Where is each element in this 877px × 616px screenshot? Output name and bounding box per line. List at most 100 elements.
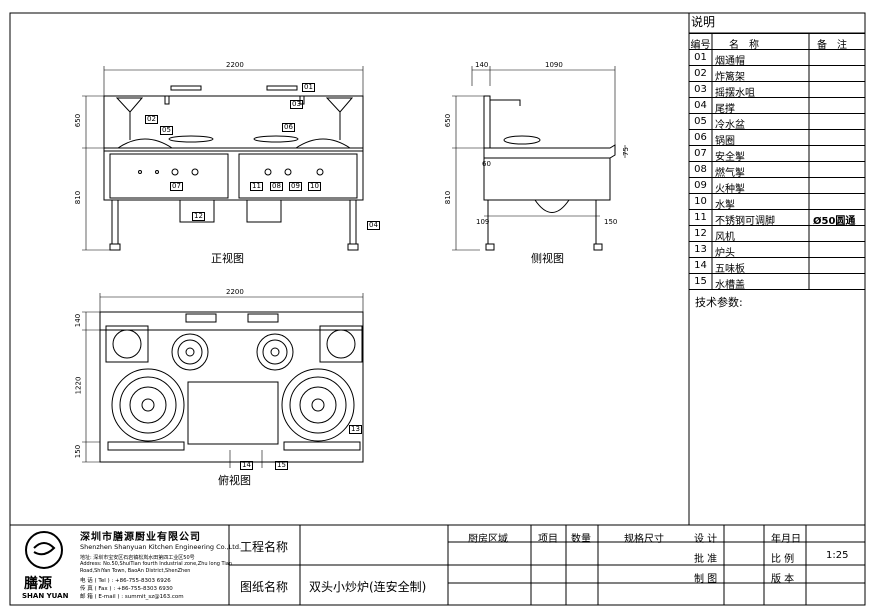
callout-13: 13 (349, 425, 362, 434)
logo-en: SHAN YUAN (22, 592, 69, 600)
company-tel: 电 话 ( Tel ) : +86-755-8303 6926 (80, 578, 171, 584)
legend-no: 11 (694, 211, 707, 223)
legend-name: 燃气掣 (715, 167, 745, 179)
legend-no: 03 (694, 83, 707, 95)
callout-11: 11 (250, 182, 263, 191)
top-view (82, 293, 364, 468)
col-item: 项目 (538, 534, 558, 545)
approve-label: 批 准 (694, 554, 718, 565)
legend-no: 02 (694, 67, 707, 79)
logo-cn: 膳源 (24, 576, 52, 592)
legend-no: 07 (694, 147, 707, 159)
legend-title: 说明 (691, 15, 716, 29)
side-view (452, 66, 626, 251)
legend-row: 08 燃气掣 (689, 160, 865, 179)
dim-front-h1: 650 (74, 113, 83, 128)
legend-no: 05 (694, 115, 707, 127)
callout-07: 07 (170, 182, 183, 191)
dim-front-width: 2200 (226, 61, 244, 69)
legend-no: 10 (694, 195, 707, 207)
company-addr-en2: Road,ShiYan Town, BaoAn District,ShenZhe… (80, 568, 191, 574)
legend-name: 水掣 (715, 199, 735, 211)
callout-10: 10 (308, 182, 321, 191)
legend-row: 03 摇摆水咀 (689, 80, 865, 99)
front-view (82, 66, 364, 251)
legend-name: 冷水盆 (715, 119, 745, 131)
company-addr-en1: Address: No.50,ShuiTian fourth Industria… (80, 561, 233, 567)
legend-row: 05 冷水盆 (689, 112, 865, 131)
sheet-border (9, 12, 866, 606)
legend-row: 09 火种掣 (689, 176, 865, 195)
dim-side-d1: 60 (482, 160, 491, 168)
legend-row: 14 五味板 (689, 256, 865, 275)
callout-14: 14 (240, 461, 253, 470)
legend-row: 11 不锈钢可调脚 Ø50圆通 (689, 208, 865, 227)
design-label: 设 计 (694, 534, 718, 545)
version-label: 版 本 (771, 574, 795, 585)
legend-no: 15 (694, 275, 707, 287)
company-addr-cn: 地址: 深圳市宝安区石岩镇松岚水田第四工业区50号 (80, 555, 195, 561)
legend-name: 炉头 (715, 247, 735, 259)
scale-label: 比 例 (771, 554, 795, 565)
legend-no: 14 (694, 259, 707, 271)
company-email: 邮 箱 ( E-mail ) : summit_sz@163.com (80, 594, 184, 600)
legend-no: 04 (694, 99, 707, 111)
titleblock-grid (25, 525, 865, 605)
legend-row: 15 水槽盖 (689, 272, 865, 291)
top-view-label: 俯视图 (218, 474, 251, 487)
legend-name: 烟通帽 (715, 55, 745, 67)
legend-row: 10 水掣 (689, 192, 865, 211)
callout-02: 02 (145, 115, 158, 124)
draw-label: 制 图 (694, 574, 718, 585)
drawing-value: 双头小炒炉(连安全制) (309, 580, 427, 594)
legend-row: 02 炸篱架 (689, 64, 865, 83)
legend-row: 07 安全掣 (689, 144, 865, 163)
col-spec: 规格尺寸 (624, 534, 664, 545)
legend-remark: Ø50圆通 (813, 215, 856, 227)
legend-head-no: 编号 (690, 40, 711, 51)
company-fax: 传 真 ( Fax ) : +86-755-8303 6930 (80, 586, 173, 592)
scale-value: 1:25 (826, 550, 849, 561)
dim-front-h2: 810 (74, 190, 83, 205)
callout-03: 03 (290, 100, 303, 109)
side-view-label: 侧视图 (531, 252, 564, 265)
drawing-label: 图纸名称 (240, 580, 289, 594)
legend-name: 尾撑 (715, 103, 735, 115)
col-area: 厨房区域 (468, 534, 508, 545)
legend-name: 摇摆水咀 (715, 87, 755, 99)
legend-header: 编号 名 称 备 注 (689, 33, 865, 51)
legend-name: 水槽盖 (715, 279, 745, 291)
legend-no: 08 (694, 163, 707, 175)
callout-04: 04 (367, 221, 380, 230)
dim-side-w2: 1090 (545, 61, 563, 69)
legend-name: 五味板 (715, 263, 745, 275)
legend-name: 火种掣 (715, 183, 745, 195)
dim-top-h1: 140 (74, 313, 83, 328)
legend-no: 01 (694, 51, 707, 63)
dim-top-h2: 1220 (74, 376, 83, 395)
project-label: 工程名称 (240, 540, 289, 554)
legend-head-remark: 备 注 (817, 40, 847, 51)
dim-side-h1: 650 (444, 113, 453, 128)
dim-side-h3: 75 (621, 147, 630, 156)
legend-name: 安全掣 (715, 151, 745, 163)
dim-side-d3: 150 (604, 218, 618, 226)
dim-top-width: 2200 (226, 288, 244, 296)
legend-no: 12 (694, 227, 707, 239)
callout-12: 12 (192, 212, 205, 221)
legend-name: 不锈钢可调脚 (715, 215, 775, 227)
dim-side-d2: 109 (476, 218, 490, 226)
dim-side-w1: 140 (475, 61, 489, 69)
callout-05: 05 (160, 126, 173, 135)
legend-tech: 技术参数: (689, 289, 865, 309)
front-view-label: 正视图 (211, 252, 244, 265)
callout-08: 08 (270, 182, 283, 191)
legend-no: 09 (694, 179, 707, 191)
legend-name: 炸篱架 (715, 71, 745, 83)
legend-row: 04 尾撑 (689, 96, 865, 115)
dim-top-h3: 150 (74, 444, 83, 459)
